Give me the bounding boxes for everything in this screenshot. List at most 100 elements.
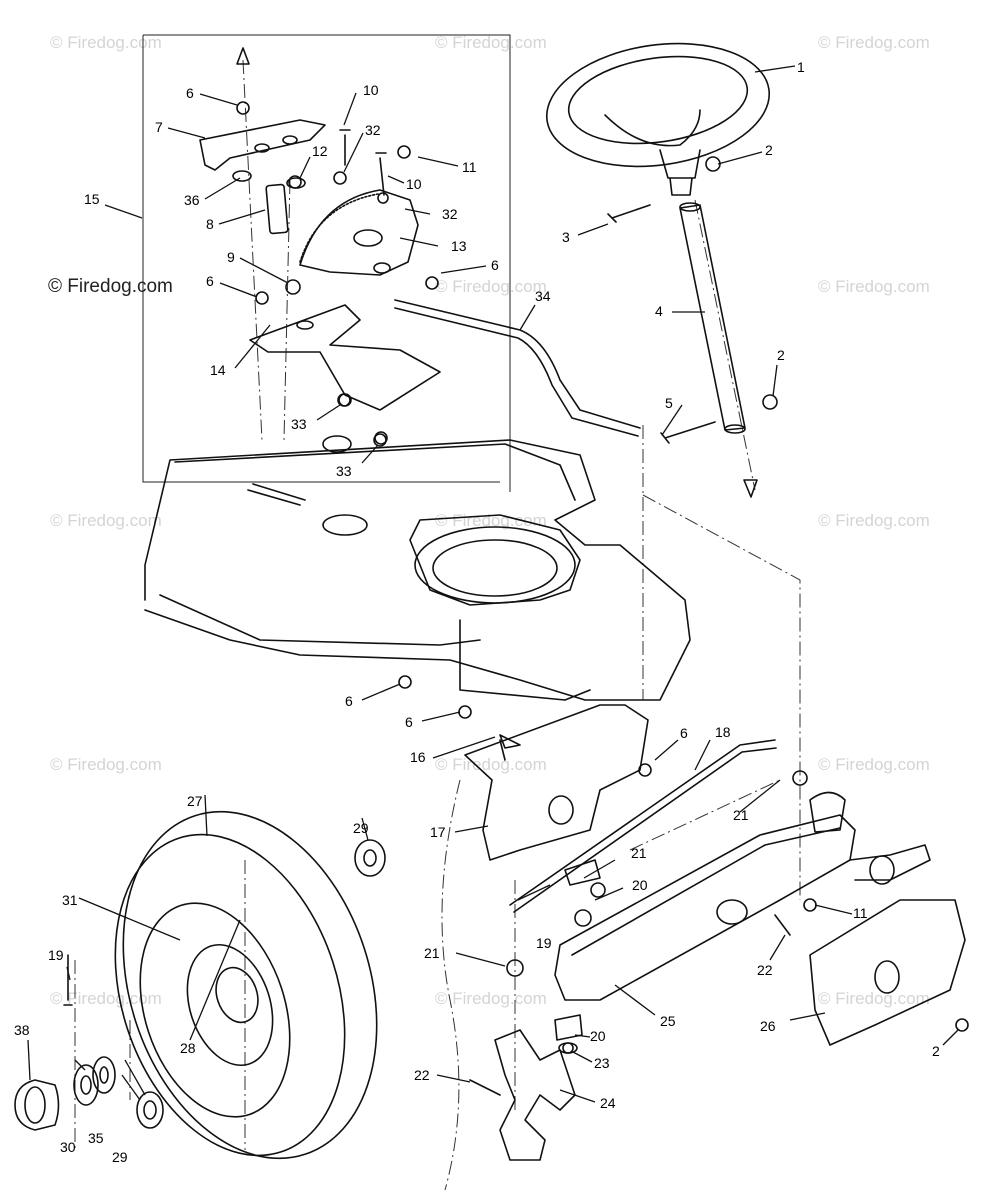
callout-32: 32	[442, 206, 458, 222]
callout-6: 6	[206, 273, 214, 289]
drag-link	[394, 299, 641, 429]
callout-6: 6	[186, 85, 194, 101]
callout-2: 2	[765, 142, 773, 158]
leader-line	[104, 204, 143, 219]
watermark: © Firedog.com	[435, 33, 547, 52]
watermark: © Firedog.com	[435, 511, 547, 530]
nut	[397, 145, 411, 159]
steering-wheel	[545, 42, 771, 196]
watermark: © Firedog.com	[818, 511, 930, 530]
callout-6: 6	[405, 714, 413, 730]
callout-4: 4	[655, 303, 663, 319]
inset-frame	[142, 34, 511, 492]
front-axle	[554, 791, 931, 1001]
watermark: © Firedog.com	[435, 755, 547, 774]
watermark: © Firedog.com	[435, 989, 547, 1008]
watermark: © Firedog.com	[818, 33, 930, 52]
callout-11: 11	[462, 159, 477, 175]
callout-19: 19	[536, 935, 552, 951]
watermark: © Firedog.com	[50, 511, 162, 530]
callout-10: 10	[406, 176, 422, 192]
callout-33: 33	[291, 416, 307, 432]
centerline	[441, 779, 461, 1191]
drag-link	[394, 307, 639, 437]
axle-cover	[809, 899, 966, 1046]
callout-3: 3	[562, 229, 570, 245]
washer	[288, 175, 302, 189]
arrow-up-icon	[236, 47, 250, 65]
nut	[337, 393, 351, 407]
callout-6: 6	[491, 257, 499, 273]
callout-29: 29	[353, 820, 369, 836]
callout-21: 21	[733, 807, 749, 823]
callout-8: 8	[206, 216, 214, 232]
centerline	[642, 494, 801, 900]
axle-hardware	[398, 675, 969, 1096]
upper-bracket	[199, 119, 326, 171]
callout-36: 36	[184, 192, 200, 208]
callout-25: 25	[660, 1013, 676, 1029]
callout-21: 21	[631, 845, 647, 861]
axle-support-bracket	[464, 704, 649, 861]
nut	[374, 431, 388, 445]
callout-21: 21	[424, 945, 440, 961]
callout-2: 2	[932, 1043, 940, 1059]
steering-shaft	[679, 202, 746, 434]
callout-22: 22	[414, 1067, 430, 1083]
nut	[425, 276, 439, 290]
callout-14: 14	[210, 362, 226, 378]
watermark: © Firedog.com	[435, 277, 547, 296]
washer	[285, 279, 301, 295]
sector-gear	[299, 189, 419, 276]
washer	[333, 171, 347, 185]
nut	[236, 101, 250, 115]
watermark-layer: © Firedog.com © Firedog.com © Firedog.co…	[48, 33, 930, 1008]
pinion-gear	[232, 170, 306, 235]
mount-plate	[249, 304, 441, 447]
callout-38: 38	[14, 1022, 30, 1038]
callout-17: 17	[430, 824, 446, 840]
watermark: © Firedog.com	[50, 755, 162, 774]
callout-22: 22	[757, 962, 773, 978]
arrow-down-icon	[743, 479, 758, 498]
callout-5: 5	[665, 395, 673, 411]
callout-15: 15	[84, 191, 100, 207]
front-wheel	[114, 810, 378, 1160]
callout-20: 20	[632, 877, 648, 893]
watermark: © Firedog.com	[818, 277, 930, 296]
callout-10: 10	[363, 82, 379, 98]
callout-7: 7	[155, 119, 163, 135]
callouts: 1 2 3 4 2 5 6 7 12 36 8 9 6 14 15 10 32 …	[14, 59, 940, 1165]
spindle	[494, 1029, 578, 1161]
bolt	[339, 129, 387, 196]
hub-hardware	[14, 839, 386, 1131]
tie-rod	[509, 739, 777, 913]
watermark-main: © Firedog.com	[48, 276, 173, 297]
callout-13: 13	[451, 238, 467, 254]
callout-9: 9	[227, 249, 235, 265]
washer	[377, 192, 389, 204]
hole	[322, 435, 352, 453]
callout-28: 28	[180, 1040, 196, 1056]
callout-32: 32	[365, 122, 381, 138]
callout-2: 2	[777, 347, 785, 363]
callout-26: 26	[760, 1018, 776, 1034]
watermark: © Firedog.com	[818, 989, 930, 1008]
callout-30: 30	[60, 1139, 76, 1155]
callout-20: 20	[590, 1028, 606, 1044]
centerline	[694, 199, 756, 491]
callout-6: 6	[680, 725, 688, 741]
callout-29: 29	[112, 1149, 128, 1165]
callout-18: 18	[715, 724, 731, 740]
nut	[255, 291, 269, 305]
bolt	[607, 204, 651, 223]
callout-33: 33	[336, 463, 352, 479]
watermark: © Firedog.com	[818, 755, 930, 774]
nut	[705, 156, 721, 172]
callout-1: 1	[797, 59, 805, 75]
callout-35: 35	[88, 1130, 104, 1146]
centerline	[242, 59, 263, 441]
leader-lines	[27, 65, 959, 1103]
callout-27: 27	[187, 793, 203, 809]
